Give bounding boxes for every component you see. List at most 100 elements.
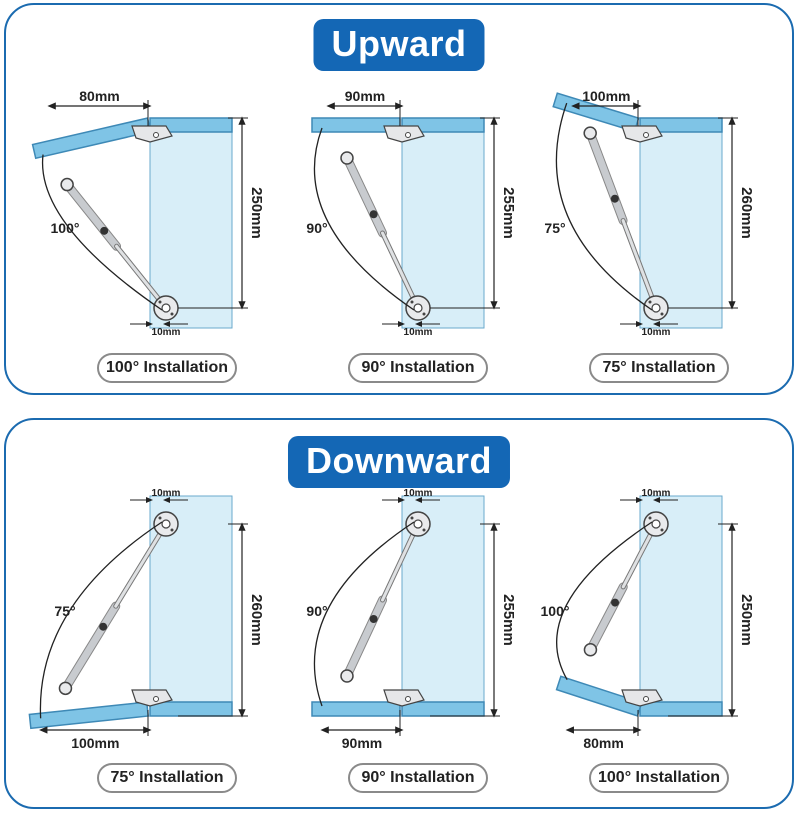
diagram-downward-2: 100° 250mm 80mm 10mm bbox=[541, 488, 755, 751]
mount-screw-a-downward-1 bbox=[410, 516, 414, 520]
angle-label-downward-2: 100° bbox=[541, 603, 570, 619]
angle-arc-downward-0 bbox=[39, 521, 163, 719]
strut-collar-downward-0 bbox=[99, 622, 108, 631]
hinge-screw-downward-2 bbox=[643, 696, 649, 702]
angle-arc-downward-1 bbox=[313, 521, 415, 707]
strut-rod-fill-downward-1 bbox=[381, 522, 420, 602]
offset-label-downward-0: 10mm bbox=[152, 488, 181, 499]
angle-label-upward-0: 100° bbox=[51, 220, 80, 236]
strut-collar-upward-1 bbox=[369, 210, 378, 219]
caption-down-75: 75° Installation bbox=[97, 763, 237, 793]
hinge-plate-upward-0 bbox=[131, 125, 173, 143]
height-label-upward-1: 255mm bbox=[500, 187, 517, 239]
mount-pivot-downward-1 bbox=[413, 519, 423, 529]
door-board-downward-0 bbox=[28, 701, 150, 730]
caption-up-90: 90° Installation bbox=[348, 353, 488, 383]
angle-label-upward-1: 90° bbox=[306, 220, 327, 236]
hinge-plate-upward-1 bbox=[383, 125, 425, 143]
hinge-screw-upward-0 bbox=[153, 132, 159, 138]
mount-screw-a-upward-0 bbox=[158, 300, 162, 304]
fixed-board-downward-0 bbox=[149, 701, 233, 717]
caption-up-75: 75° Installation bbox=[589, 353, 729, 383]
door-pivot-upward-2 bbox=[583, 126, 597, 140]
downward-title: Downward bbox=[287, 436, 511, 488]
strut-collar-upward-2 bbox=[610, 194, 619, 203]
offset-label-downward-2: 10mm bbox=[642, 488, 671, 499]
angle-label-upward-2: 75° bbox=[544, 220, 565, 236]
hinge-plate-downward-0 bbox=[131, 689, 173, 707]
mount-screw-b-downward-2 bbox=[660, 528, 664, 532]
mount-screw-a-upward-1 bbox=[410, 300, 414, 304]
upward-title: Upward bbox=[313, 19, 485, 71]
angle-arc-upward-1 bbox=[313, 127, 415, 311]
strut-cylinder-fill-upward-2 bbox=[586, 129, 627, 225]
diagram-upward-1: 90° 255mm 90mm 10mm bbox=[306, 88, 517, 338]
width-label-downward-2: 80mm bbox=[583, 735, 623, 751]
caption-up-100: 100° Installation bbox=[97, 353, 237, 383]
mount-pivot-downward-0 bbox=[161, 519, 171, 529]
mount-screw-b-downward-0 bbox=[170, 528, 174, 532]
hinge-screw-upward-2 bbox=[643, 132, 649, 138]
height-label-downward-1: 255mm bbox=[500, 594, 517, 646]
door-pivot-downward-2 bbox=[583, 642, 598, 657]
mount-screw-b-upward-0 bbox=[170, 312, 174, 316]
strut-rod-fill-upward-0 bbox=[115, 244, 168, 310]
strut-rod-fill-upward-2 bbox=[621, 219, 658, 310]
width-label-upward-1: 90mm bbox=[345, 88, 385, 104]
fixed-board-downward-2 bbox=[639, 701, 723, 717]
strut-collar-upward-0 bbox=[100, 226, 109, 235]
angle-arc-upward-0 bbox=[41, 154, 163, 311]
strut-rod-fill-downward-0 bbox=[114, 522, 168, 608]
strut-collar-downward-2 bbox=[611, 598, 620, 607]
door-pivot-upward-1 bbox=[340, 151, 354, 165]
height-label-upward-0: 250mm bbox=[248, 187, 265, 239]
mount-screw-a-downward-0 bbox=[158, 516, 162, 520]
mount-pivot-upward-1 bbox=[413, 303, 423, 313]
door-board-downward-2 bbox=[555, 675, 643, 717]
strut-cylinder-fill-downward-0 bbox=[61, 602, 120, 692]
offset-label-upward-1: 10mm bbox=[404, 327, 433, 338]
strut-rod-fill-upward-1 bbox=[381, 231, 420, 310]
hinge-plate-upward-2 bbox=[621, 125, 663, 143]
mount-screw-b-downward-1 bbox=[422, 528, 426, 532]
door-board-downward-1 bbox=[311, 701, 401, 717]
height-label-downward-0: 260mm bbox=[248, 594, 265, 646]
mount-screw-b-upward-1 bbox=[422, 312, 426, 316]
diagram-downward-1: 90° 255mm 90mm 10mm bbox=[306, 488, 517, 751]
hinge-screw-downward-0 bbox=[153, 696, 159, 702]
width-label-downward-0: 100mm bbox=[71, 735, 119, 751]
door-pivot-downward-0 bbox=[58, 681, 73, 696]
offset-label-upward-2: 10mm bbox=[642, 327, 671, 338]
strut-cylinder-fill-downward-2 bbox=[586, 583, 627, 654]
offset-label-upward-0: 10mm bbox=[152, 327, 181, 338]
height-label-downward-2: 250mm bbox=[738, 594, 755, 646]
caption-down-100: 100° Installation bbox=[589, 763, 729, 793]
door-pivot-upward-0 bbox=[60, 177, 74, 192]
width-label-downward-1: 90mm bbox=[342, 735, 382, 751]
fixed-board-downward-1 bbox=[401, 701, 485, 717]
hinge-screw-downward-1 bbox=[405, 696, 411, 702]
angle-label-downward-1: 90° bbox=[306, 603, 327, 619]
cabinet-side-upward-1 bbox=[401, 117, 485, 329]
width-label-upward-0: 80mm bbox=[79, 88, 119, 104]
strut-cylinder-fill-upward-1 bbox=[343, 154, 386, 237]
offset-label-downward-1: 10mm bbox=[404, 488, 433, 499]
caption-down-90: 90° Installation bbox=[348, 763, 488, 793]
fixed-board-upward-2 bbox=[639, 117, 723, 133]
angle-arc-upward-2 bbox=[555, 102, 653, 311]
mount-screw-b-upward-2 bbox=[660, 312, 664, 316]
angle-arc-downward-2 bbox=[556, 521, 653, 681]
mount-screw-a-downward-2 bbox=[648, 516, 652, 520]
height-label-upward-2: 260mm bbox=[738, 187, 755, 239]
mount-pivot-downward-2 bbox=[651, 519, 661, 529]
mount-screw-a-upward-2 bbox=[648, 300, 652, 304]
hinge-plate-downward-2 bbox=[621, 689, 663, 707]
hinge-screw-upward-1 bbox=[405, 132, 411, 138]
strut-collar-downward-1 bbox=[369, 615, 378, 623]
strut-cylinder-fill-upward-0 bbox=[63, 181, 121, 250]
door-pivot-downward-1 bbox=[340, 669, 354, 683]
diagram-upward-0: 100° 250mm 80mm 10mm bbox=[31, 88, 265, 338]
